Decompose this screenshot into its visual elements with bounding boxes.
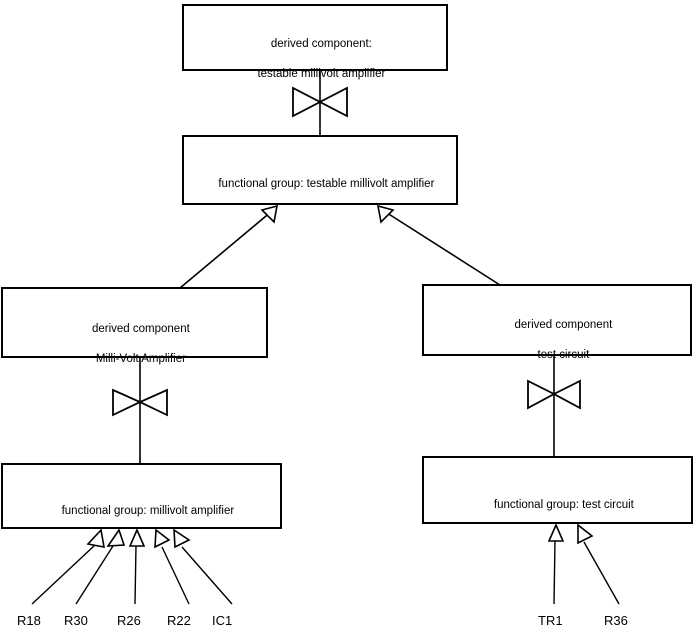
node-left-functional-group-box[interactable] bbox=[1, 463, 282, 529]
connector-left-diagonal-line bbox=[179, 210, 273, 289]
node-top-functional-group-box[interactable] bbox=[182, 135, 458, 205]
bowtie-connector-right bbox=[527, 379, 581, 410]
leaf-label-r18: R18 bbox=[17, 613, 41, 628]
node-right-functional-group-box[interactable] bbox=[422, 456, 693, 524]
leaf-label-r22: R22 bbox=[167, 613, 191, 628]
node-top-derived-component-box[interactable] bbox=[182, 4, 448, 71]
connector-right-diagonal-line bbox=[383, 210, 501, 286]
bowtie-connector-left bbox=[112, 388, 168, 417]
leaf-label-r36: R36 bbox=[604, 613, 628, 628]
node-left-derived-component-box[interactable] bbox=[1, 287, 268, 358]
leaf-label-ic1: IC1 bbox=[212, 613, 233, 628]
leaf-arrow-r22 bbox=[154, 528, 190, 605]
leaf-arrow-r36 bbox=[577, 523, 620, 605]
leaf-arrow-ic1 bbox=[173, 528, 233, 605]
arrowhead-right-diagonal bbox=[376, 204, 395, 224]
leaf-arrow-r26 bbox=[128, 528, 146, 605]
leaf-arrow-tr1 bbox=[547, 523, 565, 605]
node-right-derived-component-box[interactable] bbox=[422, 284, 692, 356]
bowtie-connector-top bbox=[292, 86, 348, 118]
leaf-label-tr1: TR1 bbox=[538, 613, 563, 628]
leaf-arrow-r30 bbox=[75, 528, 126, 605]
leaf-label-r30: R30 bbox=[64, 613, 88, 628]
leaf-label-r26: R26 bbox=[117, 613, 141, 628]
leaf-arrow-r18 bbox=[31, 528, 105, 605]
arrowhead-left-diagonal bbox=[260, 204, 279, 224]
